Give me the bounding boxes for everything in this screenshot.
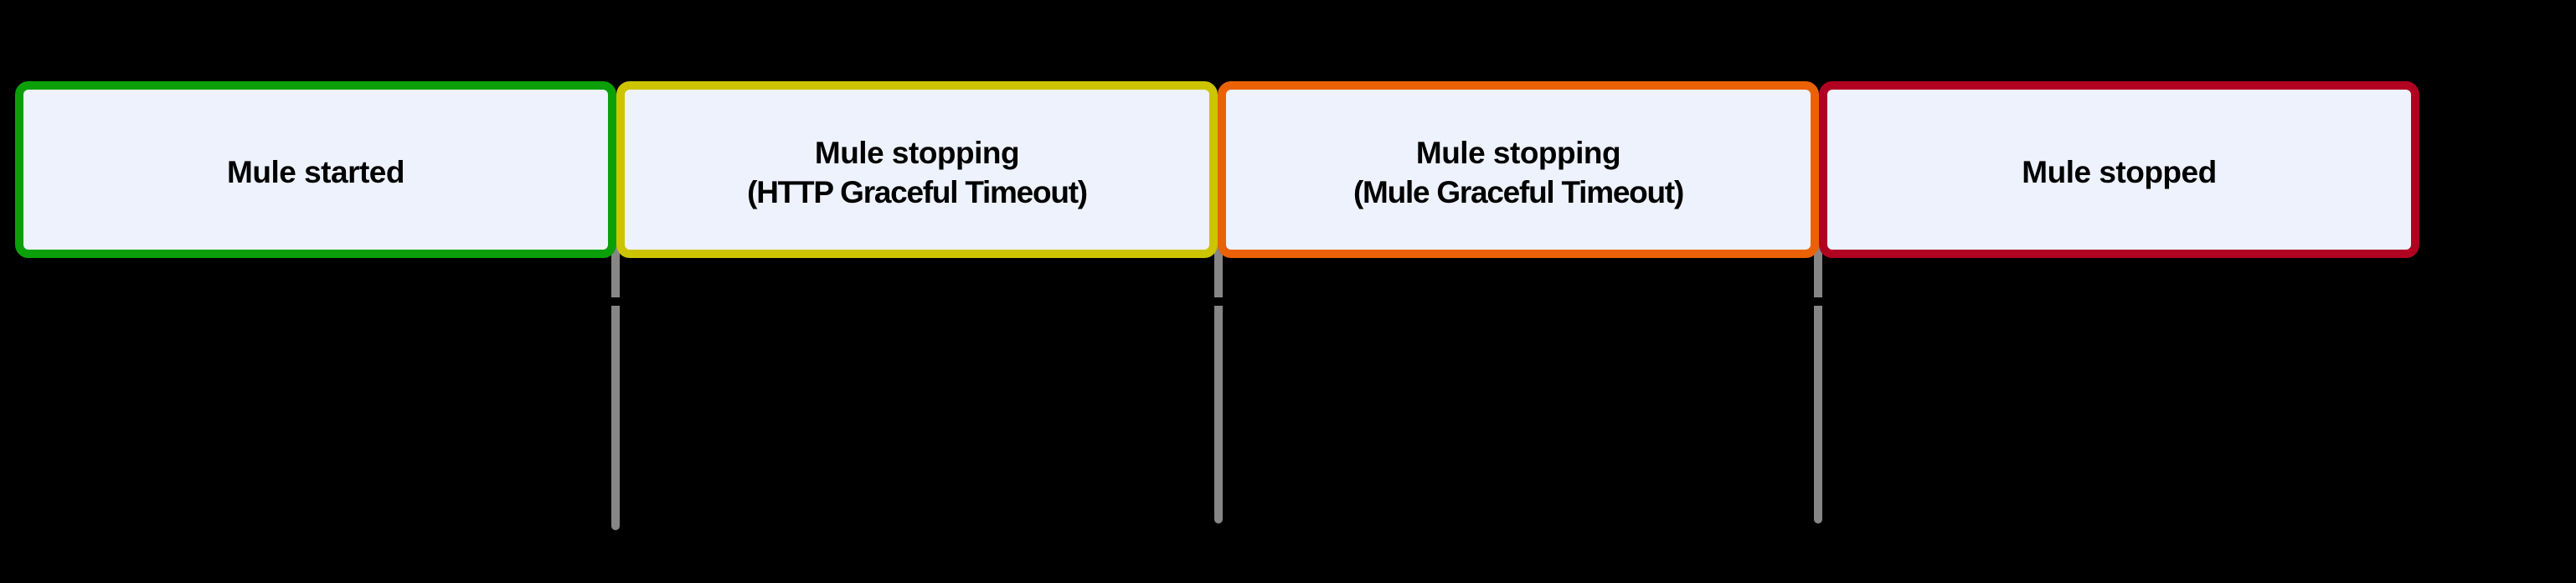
- stage-label: Mule stopped: [2022, 152, 2217, 192]
- stage-box-mule-stopping-http: Mule stopping (HTTP Graceful Timeout): [616, 81, 1218, 258]
- stage-label-line-1: Mule started: [227, 155, 404, 189]
- connector-3-upper-segment: [1814, 239, 1822, 297]
- stage-label-line-1: Mule stopped: [2022, 155, 2217, 189]
- stage-label-line-1: Mule stopping: [814, 135, 1020, 170]
- connector-2-upper-segment: [1214, 239, 1223, 297]
- stage-label: Mule stopping (Mule Graceful Timeout): [1352, 133, 1684, 212]
- stage-box-mule-stopping-mule: Mule stopping (Mule Graceful Timeout): [1218, 81, 1819, 258]
- connector-2-lower-segment: [1214, 306, 1223, 524]
- connector-1-upper-segment: [611, 239, 620, 297]
- stage-label: Mule started: [227, 152, 404, 192]
- stage-label-line-1: Mule stopping: [1415, 135, 1621, 170]
- connector-3-lower-segment: [1814, 306, 1822, 524]
- stage-label-line-2: (Mule Graceful Timeout): [1352, 174, 1684, 209]
- stage-label-line-2: (HTTP Graceful Timeout): [747, 174, 1088, 209]
- stage-label: Mule stopping (HTTP Graceful Timeout): [747, 133, 1088, 212]
- stage-box-mule-started: Mule started: [15, 81, 616, 258]
- stage-box-mule-stopped: Mule stopped: [1819, 81, 2419, 258]
- connector-1-lower-segment: [611, 306, 620, 530]
